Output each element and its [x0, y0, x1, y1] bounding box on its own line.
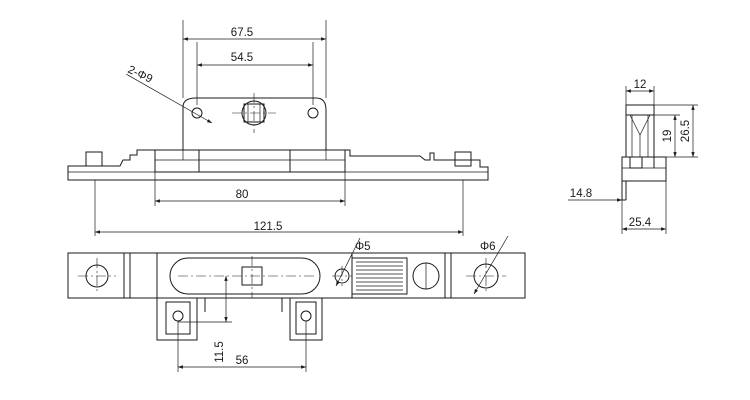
dim-hole-callout: 2-Φ9: [126, 64, 213, 124]
dim-top-overall: 67.5: [182, 20, 327, 98]
dim-overall-length: 121.5: [94, 180, 464, 236]
dim-side-total: 26.5: [654, 104, 698, 158]
ribbed-section: [351, 257, 408, 295]
bracket-plate: [182, 93, 327, 150]
dim-tab-spacing: 56: [177, 321, 307, 372]
dim-hole-small: Φ5: [335, 237, 371, 287]
dim-top-inner: 54.5: [196, 42, 314, 105]
dim-overall-length-label: 121.5: [254, 221, 283, 233]
front-base: [67, 149, 489, 181]
dim-side-upper-label: 19: [662, 130, 674, 143]
dim-side-upper: 19: [654, 114, 680, 158]
dim-side-offset: 14.8: [568, 188, 622, 202]
top-view: [67, 252, 526, 341]
dim-tab-spacing-label: 56: [236, 355, 249, 367]
dim-tab-height-label: 11.5: [214, 341, 226, 363]
dim-base-width: 80: [154, 172, 346, 206]
front-view: 67.5 54.5 2-Φ9 80 121.5: [67, 20, 489, 236]
dim-hole-right-label: Φ6: [480, 241, 496, 253]
dim-top-inner-label: 54.5: [231, 52, 253, 64]
dim-side-offset-label: 14.8: [570, 188, 592, 200]
dim-side-top: 12: [625, 79, 655, 105]
dim-tab-height: 11.5: [178, 276, 232, 363]
dim-side-total-label: 26.5: [680, 120, 692, 142]
side-view: [621, 104, 667, 201]
dim-side-top-label: 12: [634, 79, 647, 91]
dim-top-overall-label: 67.5: [231, 27, 253, 39]
dim-side-base: 25.4: [621, 181, 667, 234]
dim-hole-right: Φ6: [473, 235, 509, 295]
dim-base-width-label: 80: [236, 189, 249, 201]
dim-hole-small-label: Φ5: [355, 241, 371, 253]
dim-side-base-label: 25.4: [629, 217, 652, 229]
